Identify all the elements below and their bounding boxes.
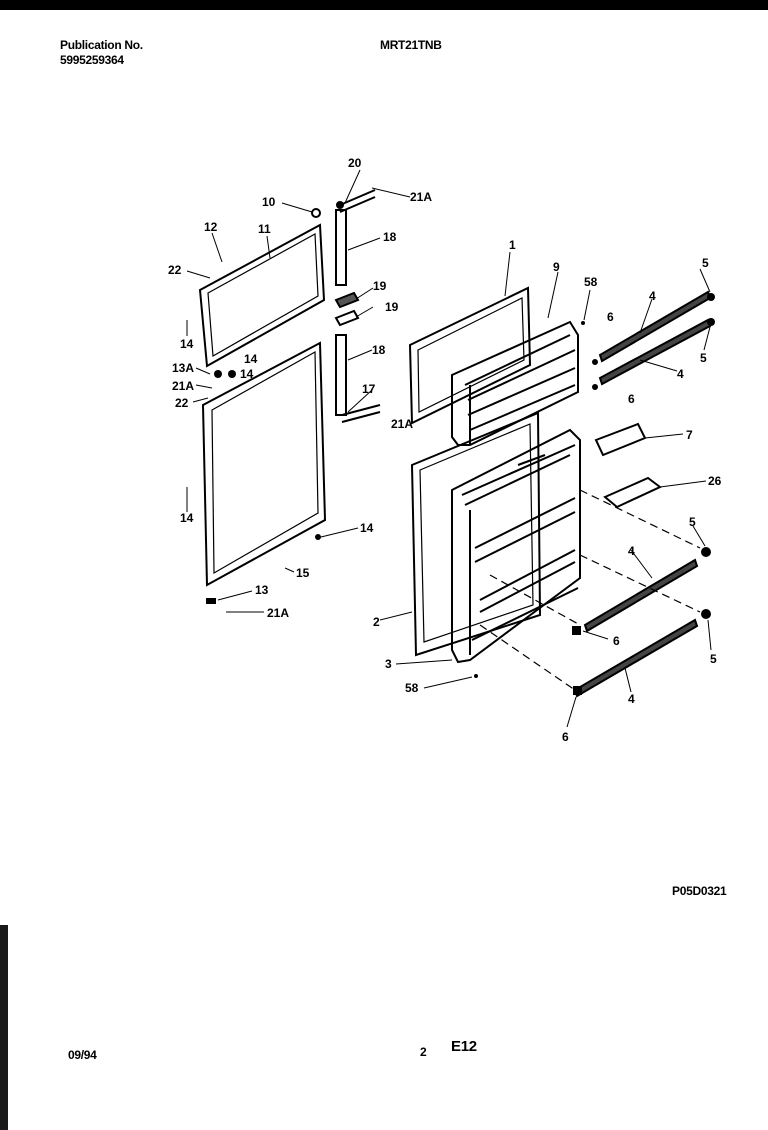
callout-13: 13 (255, 583, 269, 597)
callout-1: 1 (509, 238, 516, 252)
fresh-food-door-liner (451, 428, 581, 664)
alignment-lines (479, 489, 701, 691)
shelf-rail-d (573, 618, 699, 698)
shelf-rail-b (598, 318, 712, 386)
callout-6-b: 6 (628, 392, 635, 406)
figure-id: P05D0321 (672, 884, 727, 898)
footer-code: E12 (451, 1038, 477, 1055)
callout-4-c: 4 (628, 544, 635, 558)
top-border-bar (0, 0, 768, 10)
callout-18-upper: 18 (383, 230, 397, 244)
model-number: MRT21TNB (380, 38, 442, 52)
callout-10: 10 (262, 195, 276, 209)
callout-13a: 13A (172, 361, 194, 375)
handle-strip-lower (335, 334, 347, 416)
callout-2: 2 (373, 615, 380, 629)
callout-14-hinge-a: 14 (244, 352, 258, 366)
handle-strip-upper (335, 209, 347, 286)
callout-14-hinge-b: 14 (240, 367, 254, 381)
bottom-hinge (341, 404, 381, 423)
callout-21a-top: 21A (410, 190, 432, 204)
callout-17: 17 (362, 382, 376, 396)
callout-58-upper: 58 (584, 275, 598, 289)
top-hinge (336, 189, 376, 213)
fresh-food-door-gasket (201, 341, 327, 587)
dairy-door (594, 422, 647, 457)
callout-5-c: 5 (689, 515, 696, 529)
callout-14-lower: 14 (180, 511, 194, 525)
callout-19-lower: 19 (385, 300, 399, 314)
hinge-block-lower (334, 309, 360, 327)
callout-5-d: 5 (710, 652, 717, 666)
footer-date: 09/94 (68, 1048, 97, 1062)
callout-9: 9 (553, 260, 560, 274)
callout-5-a: 5 (702, 256, 709, 270)
shelf-rail-c (583, 558, 699, 633)
egg-tray (603, 476, 662, 509)
callout-5-b: 5 (700, 351, 707, 365)
callout-18-lower: 18 (372, 343, 386, 357)
callout-4-a: 4 (649, 289, 656, 303)
callout-6-d: 6 (562, 730, 569, 744)
fresh-food-inner-panel (410, 411, 542, 657)
freezer-door-liner (451, 320, 579, 446)
leader-lines (186, 169, 712, 728)
freezer-door-gasket (198, 223, 326, 368)
footer-page: 2 (420, 1045, 427, 1059)
publication-label: Publication No. (60, 38, 143, 52)
callout-14-bottom: 14 (360, 521, 374, 535)
callout-11: 11 (258, 222, 271, 236)
small-parts (206, 208, 715, 695)
callout-20: 20 (348, 156, 362, 170)
callout-22-upper: 22 (168, 263, 182, 277)
callout-3: 3 (385, 657, 392, 671)
callout-26: 26 (708, 474, 722, 488)
callout-12: 12 (204, 220, 218, 234)
callout-6-c: 6 (613, 634, 620, 648)
scan-edge-mark (0, 925, 8, 1130)
callout-15: 15 (296, 566, 310, 580)
hinge-block-upper (334, 291, 360, 309)
callout-4-d: 4 (628, 692, 635, 706)
callout-21a-bottom: 21A (267, 606, 289, 620)
callout-21a-hinge: 21A (391, 417, 413, 431)
publication-number: 5995259364 (60, 53, 124, 67)
callout-19-upper: 19 (373, 279, 387, 293)
callout-21a-mid: 21A (172, 379, 194, 393)
callout-7: 7 (686, 428, 693, 442)
callout-4-b: 4 (677, 367, 684, 381)
callout-14-upper: 14 (180, 337, 194, 351)
freezer-inner-panel (408, 286, 532, 425)
callout-22-lower: 22 (175, 396, 189, 410)
callout-6-a: 6 (607, 310, 614, 324)
callout-58-lower: 58 (405, 681, 419, 695)
